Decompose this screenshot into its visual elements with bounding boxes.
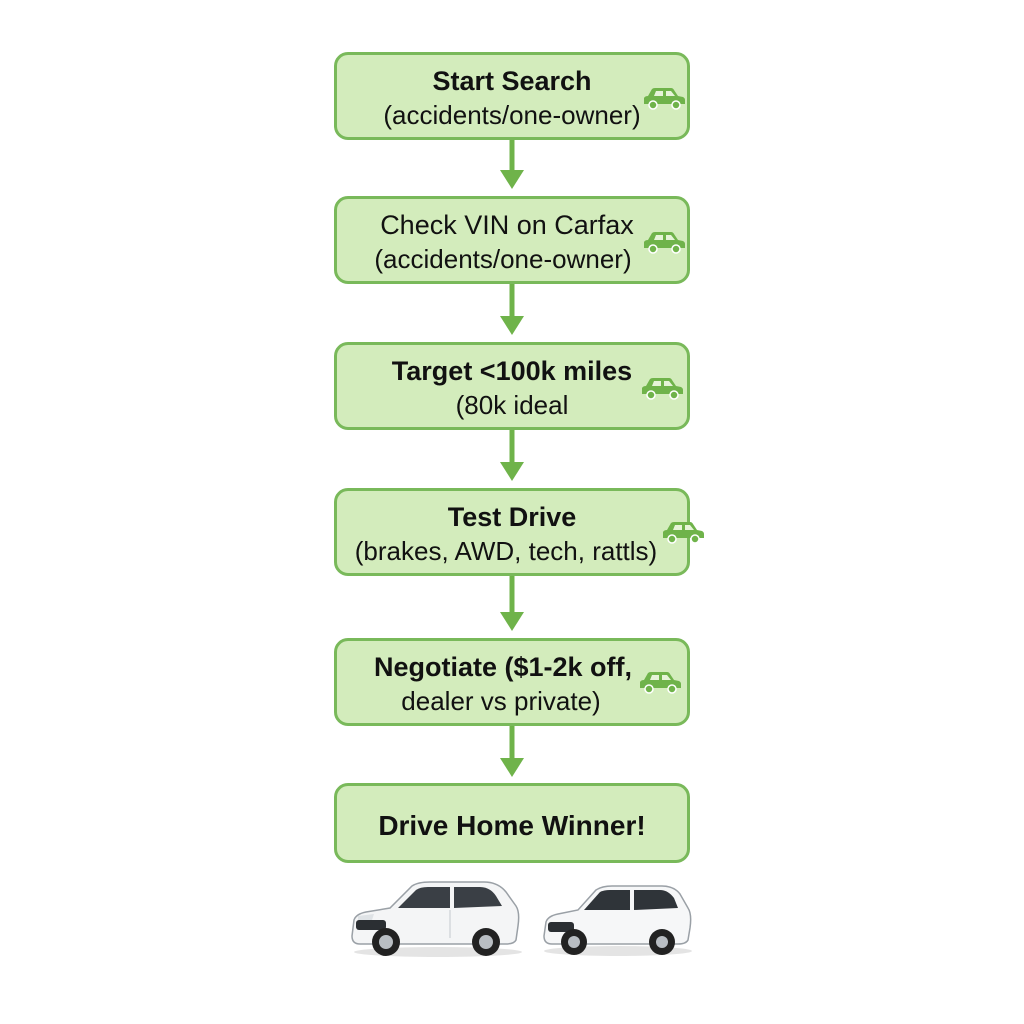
step-5-title: Negotiate ($1-2k off, [373,652,633,682]
flow-arrow [500,726,524,777]
flow-arrow [500,284,524,335]
step-drive-home: Drive Home Winner! [334,783,690,863]
white-compact-suv-photo [543,885,692,956]
flow-arrow [500,430,524,481]
car-icon [663,522,704,544]
step-check-vin: Check VIN on Carfax (accidents/one-owner… [334,196,690,284]
step-6-title: Drive Home Winner! [378,810,646,841]
flow-arrow [500,576,524,631]
step-3-title: Target <100k miles [391,356,633,386]
car-icon [644,232,685,254]
step-target-miles: Target <100k miles (80k ideal [334,342,690,430]
step-4-subtitle: (brakes, AWD, tech, rattls) [354,536,658,566]
step-1-title: Start Search [432,66,592,96]
step-negotiate: Negotiate ($1-2k off, dealer vs private) [334,638,690,726]
step-2-title: Check VIN on Carfax [380,210,634,240]
step-5-subtitle: dealer vs private) [401,686,601,716]
white-crossover-suv-photo [351,881,522,957]
step-test-drive: Test Drive (brakes, AWD, tech, rattls) [334,488,690,576]
step-start-search: Start Search (accidents/one-owner) [334,52,690,140]
car-icon [644,88,685,110]
car-icon [642,378,683,400]
step-3-subtitle: (80k ideal [455,390,569,420]
car-icon [640,672,681,694]
flow-arrow [500,140,524,189]
step-1-subtitle: (accidents/one-owner) [383,100,641,130]
step-4-title: Test Drive [447,502,577,532]
step-2-subtitle: (accidents/one-owner) [374,244,632,274]
